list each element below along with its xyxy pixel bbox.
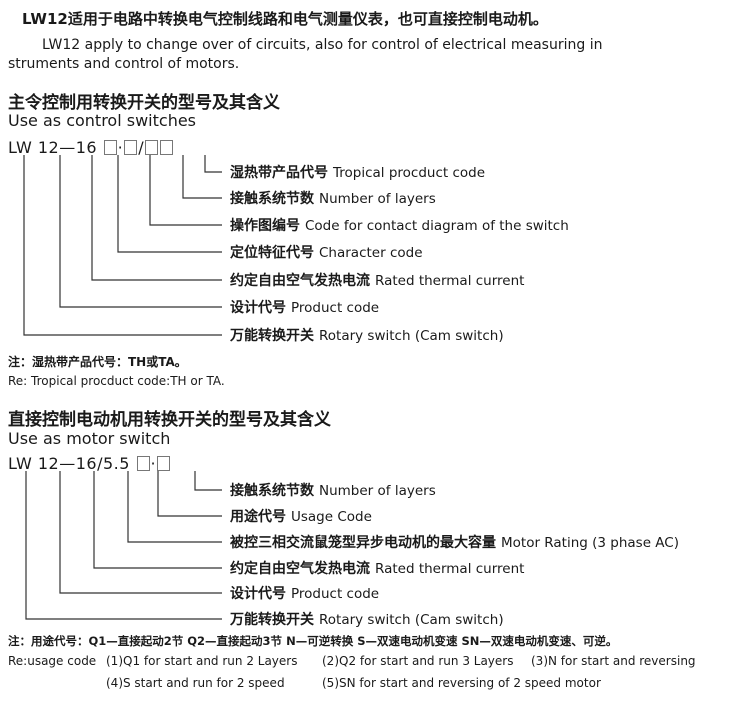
leader-thermal (93, 471, 222, 569)
label-cn: 接触系统节数 (230, 191, 314, 207)
control-note-en: Re: Tropical procduct code:TH or TA. (8, 374, 225, 388)
leader-rotary (25, 471, 222, 620)
code-dash: — (59, 138, 76, 157)
label-cn: 操作图编号 (230, 218, 300, 234)
motor-note-cn: 注：用途代号：Q1—直接起动2节 Q2—直接起动3节 N—可逆转换 S—双速电动… (8, 634, 618, 648)
code-lw: LW (8, 138, 33, 157)
usage-item-q1: (1)Q1 for start and run 2 Layers (106, 654, 298, 668)
control-section-title-cn: 主令控制用转换开关的型号及其含义 (8, 93, 280, 113)
character-code-box (103, 140, 117, 155)
leader-product (59, 155, 222, 308)
motor-section-title-cn: 直接控制电动机用转换开关的型号及其含义 (8, 410, 331, 430)
code-dot: · (117, 138, 124, 157)
control-section-title-en: Use as control switches (8, 111, 197, 130)
intro-english-line-2: struments and control of motors. (8, 56, 240, 72)
control-label-product: 设计代号 Product code (230, 297, 379, 317)
motor-model-code: LW 12—16/5.5 · (8, 454, 171, 473)
control-label-character: 定位特征代号 Character code (230, 242, 423, 262)
label-en: Rotary switch (Cam switch) (319, 612, 504, 628)
label-en: Motor Rating (3 phase AC) (501, 535, 679, 551)
leader-thermal (91, 155, 222, 281)
motor-label-usage: 用途代号 Usage Code (230, 506, 372, 526)
code-lw: LW (8, 454, 33, 473)
leader-layers (182, 155, 222, 199)
label-cn: 被控三相交流鼠笼型异步电动机的最大容量 (230, 535, 496, 551)
motor-label-product: 设计代号 Product code (230, 583, 379, 603)
motor-label-thermal: 约定自由空气发热电流 Rated thermal current (230, 558, 524, 578)
code-16: 16 (75, 138, 98, 157)
label-cn: 设计代号 (230, 586, 286, 602)
label-en: Rotary switch (Cam switch) (319, 328, 504, 344)
usage-item-q2: (2)Q2 for start and run 3 Layers (322, 654, 514, 668)
code-slash: / (97, 454, 103, 473)
label-en: Product code (291, 586, 380, 602)
usage-item-n: (3)N for start and reversing (531, 654, 696, 668)
intro-chinese-text: LW12适用于电路中转换电气控制线路和电气测量仪表，也可直接控制电动机。 (22, 10, 548, 28)
code-dot: · (150, 454, 157, 473)
layers-box (157, 456, 171, 471)
motor-label-rotary: 万能转换开关 Rotary switch (Cam switch) (230, 609, 504, 629)
label-cn: 约定自由空气发热电流 (230, 561, 370, 577)
label-en: Character code (319, 245, 423, 261)
label-cn: 万能转换开关 (230, 328, 314, 344)
label-cn: 设计代号 (230, 300, 286, 316)
leader-rotary (23, 155, 222, 336)
leader-character (117, 155, 222, 253)
contact-diagram-box (124, 140, 138, 155)
label-en: Usage Code (291, 509, 372, 525)
code-12: 12 (37, 138, 60, 157)
label-en: Rated thermal current (375, 561, 525, 577)
usage-code-box (136, 456, 150, 471)
label-en: Rated thermal current (375, 273, 525, 289)
usage-item-s: (4)S start and run for 2 speed (106, 676, 285, 690)
usage-item-sn: (5)SN for start and reversing of 2 speed… (322, 676, 601, 690)
control-label-tropical: 湿热带产品代号 Tropical procduct code (230, 162, 485, 182)
layers-box (145, 140, 159, 155)
leader-rating (127, 471, 222, 543)
label-cn: 约定自由空气发热电流 (230, 273, 370, 289)
label-en: Code for contact diagram of the switch (305, 218, 569, 234)
code-dash: — (59, 454, 76, 473)
control-label-thermal: 约定自由空气发热电流 Rated thermal current (230, 270, 524, 290)
code-12: 12 (37, 454, 60, 473)
control-note-cn: 注：湿热带产品代号：TH或TA。 (8, 355, 187, 369)
label-cn: 定位特征代号 (230, 245, 314, 261)
label-cn: 万能转换开关 (230, 612, 314, 628)
label-en: Tropical procduct code (333, 165, 486, 181)
code-16: 16 (75, 454, 98, 473)
code-rating: 5.5 (102, 454, 130, 473)
label-cn: 用途代号 (230, 509, 286, 525)
tropical-box (160, 140, 174, 155)
control-label-layers: 接触系统节数 Number of layers (230, 188, 436, 208)
code-slash: / (138, 138, 145, 157)
intro-english-line-1: LW12 apply to change over of circuits, a… (42, 37, 603, 53)
leader-contact-diagram (149, 155, 222, 226)
motor-label-layers: 接触系统节数 Number of layers (230, 480, 436, 500)
control-label-rotary: 万能转换开关 Rotary switch (Cam switch) (230, 325, 504, 345)
leader-tropical (204, 155, 222, 173)
leader-usage (157, 471, 222, 517)
usage-code-prefix: Re:usage code (8, 654, 97, 668)
label-cn: 接触系统节数 (230, 483, 314, 499)
motor-label-rating: 被控三相交流鼠笼型异步电动机的最大容量 Motor Rating (3 phase… (230, 532, 679, 552)
control-model-code: LW 12—16 · / (8, 138, 174, 157)
label-cn: 湿热带产品代号 (230, 165, 328, 181)
control-label-contact-diagram: 操作图编号 Code for contact diagram of the swi… (230, 215, 569, 235)
motor-section-title-en: Use as motor switch (8, 429, 171, 448)
label-en: Number of layers (319, 483, 436, 499)
label-en: Product code (291, 300, 380, 316)
label-en: Number of layers (319, 191, 436, 207)
leader-product (59, 471, 222, 594)
leader-layers (194, 471, 222, 491)
